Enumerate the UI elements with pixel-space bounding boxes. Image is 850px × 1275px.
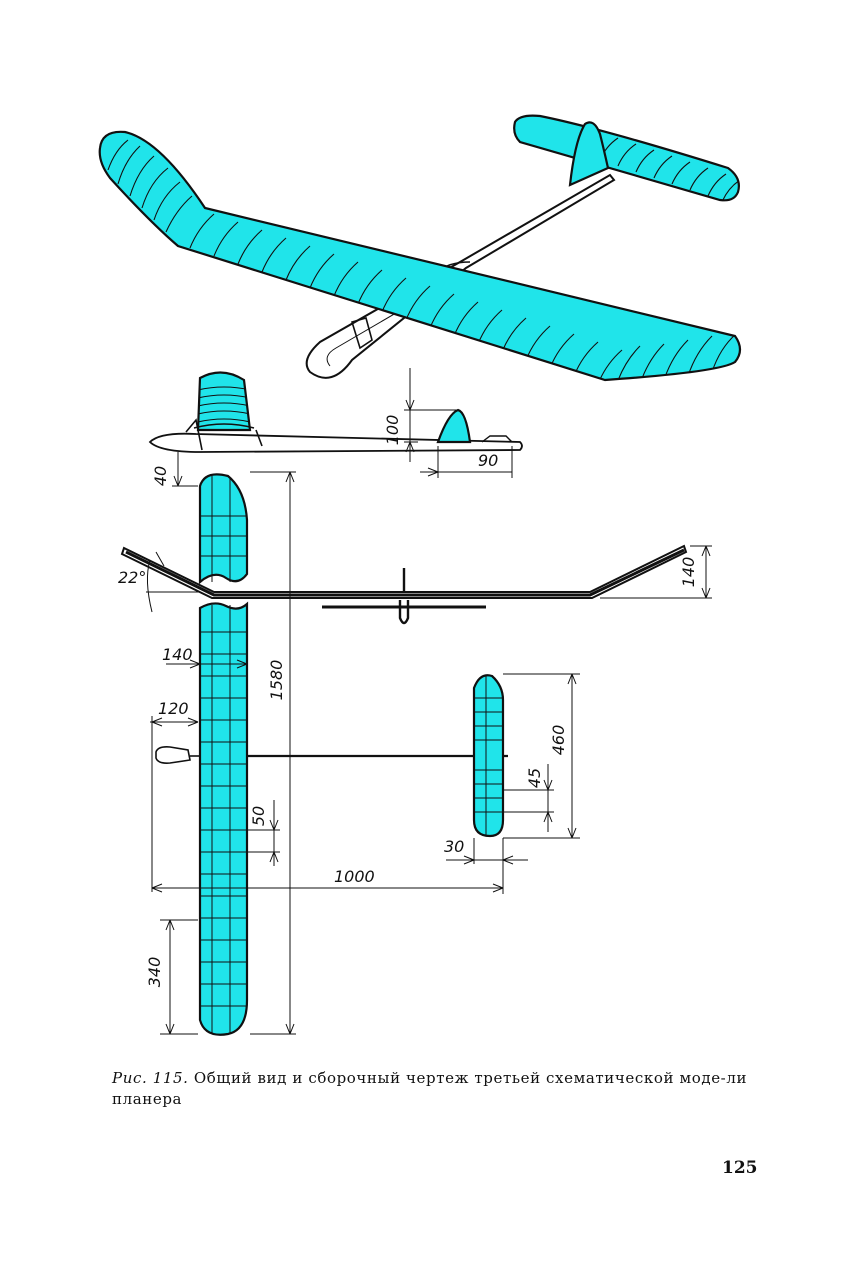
dim-tail-arm: 1000 xyxy=(334,867,375,886)
dim-wing-chord: 140 xyxy=(162,645,193,664)
dim-tip-offset: 40 xyxy=(151,466,170,486)
dim-stab-offset: 30 xyxy=(444,837,464,856)
dim-fin-height: 100 xyxy=(383,415,402,446)
dim-rib-spacing: 50 xyxy=(249,806,268,826)
dim-wingspan: 1580 xyxy=(267,660,286,701)
wing-pylon xyxy=(350,317,373,350)
glider-assembly-drawing: 100 90 22° 140 xyxy=(98,114,742,1036)
page-number: 125 xyxy=(722,1158,758,1178)
caption-text: Общий вид и сборочный чертеж третьей схе… xyxy=(112,1069,748,1108)
dim-fin-chord: 90 xyxy=(478,451,498,470)
fin-side xyxy=(436,408,472,444)
caption-label: Рис. 115. xyxy=(112,1069,189,1087)
fuselage-boom xyxy=(305,173,616,379)
fuselage-side xyxy=(148,432,523,453)
dim-nose-length: 120 xyxy=(158,699,189,718)
perspective-view xyxy=(98,114,742,382)
stabilizer-plan xyxy=(472,674,505,838)
plan-view: 40 140 120 1580 50 460 45 30 1000 xyxy=(145,452,580,1036)
wing-plan-main xyxy=(198,601,249,1036)
side-view: 100 90 xyxy=(148,368,523,478)
wing-plan-tip xyxy=(198,473,249,585)
stabilizer-perspective xyxy=(513,114,740,202)
wing-mount-side xyxy=(185,371,263,451)
dim-stab-rib-spacing: 45 xyxy=(525,768,544,788)
dim-dihedral-angle: 22° xyxy=(118,568,146,587)
dim-tip-rise: 140 xyxy=(679,557,698,588)
front-view: 22° 140 xyxy=(118,544,712,625)
fin-perspective xyxy=(568,121,610,187)
nose-weight xyxy=(155,746,191,764)
main-wing-perspective xyxy=(98,130,742,382)
wing-front xyxy=(120,544,688,599)
dim-tip-length: 340 xyxy=(145,957,164,988)
dim-stab-span: 460 xyxy=(549,725,568,756)
figure-caption: Рис. 115. Общий вид и сборочный чертеж т… xyxy=(112,1068,752,1110)
